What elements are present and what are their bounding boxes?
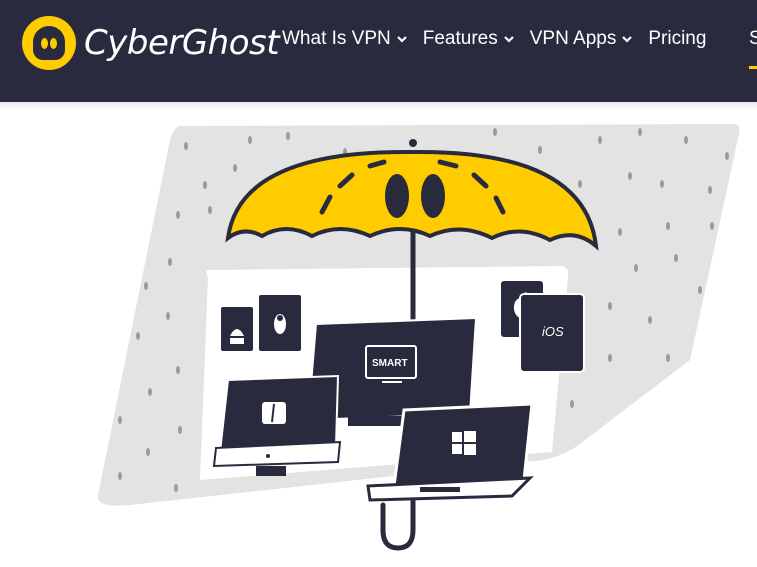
chevron-down-icon: [622, 36, 633, 43]
menu-item-label: VPN Apps: [529, 28, 617, 49]
menu-item-label: Pricing: [648, 28, 707, 49]
smart-label: SMART: [372, 358, 408, 369]
umbrella-handle: [380, 502, 416, 551]
vpn-umbrella-illustration: iOS SMART: [97, 124, 740, 551]
menu-item-cut-off[interactable]: S: [749, 28, 757, 49]
cyberghost-logo[interactable]: CyberGhost: [22, 16, 280, 70]
active-menu-underline: [749, 66, 757, 69]
main-menu: What Is VPN Features VPN Apps Pricing: [282, 28, 722, 50]
menu-item-vpn-apps[interactable]: VPN Apps: [530, 28, 633, 50]
linux-tablet-icon: [257, 293, 303, 353]
ios-label: iOS: [542, 324, 564, 339]
menu-item-label: Features: [422, 28, 498, 49]
ios-tablet-icon: iOS: [519, 293, 585, 373]
windows-laptop-icon: [366, 402, 534, 502]
top-navigation-bar: CyberGhost What Is VPN Features VPN Apps…: [0, 0, 757, 102]
smart-tv-icon: SMART: [306, 316, 478, 426]
menu-item-what-is-vpn[interactable]: What Is VPN: [282, 28, 407, 50]
brand-name: CyberGhost: [84, 23, 280, 63]
nav-shadow: [0, 102, 757, 110]
ghost-logo-icon: [22, 16, 76, 70]
android-phone-icon: [219, 305, 255, 353]
menu-item-features[interactable]: Features: [423, 28, 514, 50]
menu-item-pricing[interactable]: Pricing: [648, 28, 706, 50]
umbrella-eye-left: [385, 174, 409, 218]
menu-item-label: What Is VPN: [282, 28, 391, 49]
chevron-down-icon: [396, 36, 407, 43]
raindrops: [118, 128, 729, 492]
mac-monitor-icon: [212, 374, 342, 476]
umbrella-canopy: [225, 149, 599, 251]
umbrella-eye-right: [421, 174, 445, 218]
umbrella-dashes: [319, 159, 506, 215]
chevron-down-icon: [503, 36, 514, 43]
